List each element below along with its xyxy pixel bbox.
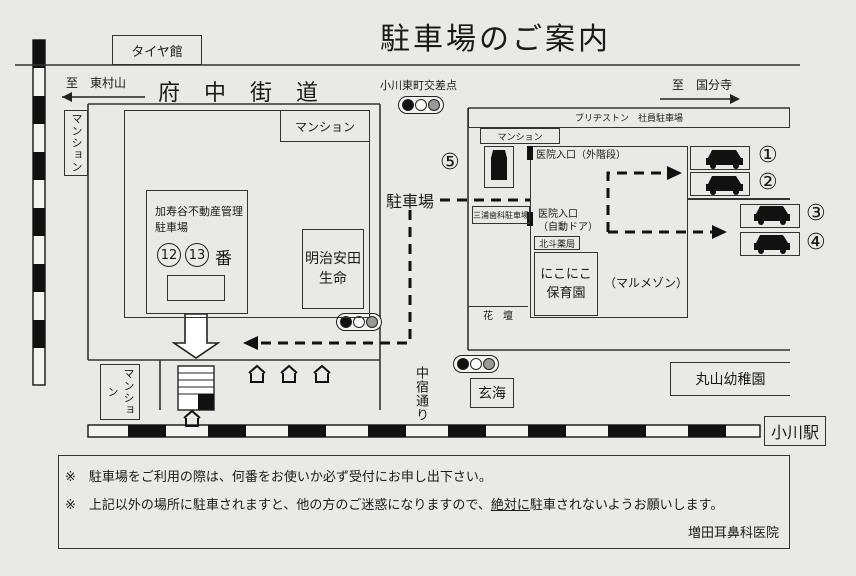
entrance-outside-stairs: 医院入口（外階段） [536, 150, 626, 161]
spot-1: ① [758, 143, 778, 168]
entrance-marker-1 [527, 146, 533, 160]
intersection-label: 小川東町交差点 [380, 79, 457, 92]
building-mansion-right: マンション [480, 128, 560, 144]
ban-label: 番 [215, 249, 232, 269]
station-ogawa: 小川駅 [764, 416, 826, 446]
mansion-right-label: マンション [497, 132, 543, 143]
spot-4: ④ [806, 230, 826, 255]
entrance-auto-door: 医院入口 （自動ドア） [538, 209, 598, 233]
mansion-bottom-label: マンション [106, 368, 135, 416]
house-icons [183, 364, 331, 427]
genkai-label: 玄海 [478, 386, 506, 402]
road-fuchu-kaido: 府中街道 [158, 81, 343, 106]
traffic-light-bottom [453, 355, 499, 373]
miura-label: 三浦歯科駐車場 [473, 210, 529, 220]
clinic-building [530, 146, 688, 318]
parking-number-13: 13 [185, 243, 209, 267]
note-2-pre: ※ 上記以外の場所に駐車されますと、他の方のご迷惑になりますので、 [65, 498, 491, 513]
kitato-label: 北斗薬局 [538, 239, 575, 250]
mansion-top-label: マンション [294, 119, 355, 134]
flower-bed-label: 花 壇 [483, 311, 513, 322]
parking-number-12: 12 [157, 243, 181, 267]
route-arrowhead-3 [712, 225, 727, 239]
note-2: ※ 上記以外の場所に駐車されますと、他の方のご迷惑になりますので、絶対に駐車され… [65, 494, 723, 513]
notes-box: ※ 駐車場をご利用の際は、何番をお使いか必ず受付にお申し出下さい。 ※ 上記以外… [58, 455, 790, 549]
parking-spot-3 [740, 204, 800, 228]
page-title: 駐車場のご案内 [380, 22, 611, 57]
building-meiji-yasuda: 明治安田 生命 [302, 229, 364, 309]
building-miura-lot: 三浦歯科駐車場 [472, 206, 530, 224]
building-maruyama: 丸山幼稚園 [670, 362, 790, 396]
building-genkai: 玄海 [470, 378, 514, 408]
building-bridgestone-lot: ブリヂストン 社員駐車場 [468, 108, 790, 128]
route-arrowhead-left [243, 336, 258, 350]
parking-spot-5 [484, 146, 514, 188]
road-right-line [688, 198, 790, 200]
railway-left [32, 39, 46, 386]
maru-maison-label: （マルメゾン） [604, 276, 689, 290]
bridgestone-label: ブリヂストン 社員駐車場 [574, 114, 683, 124]
nakajuku-street: 中宿通り [413, 366, 428, 422]
station-label: 小川駅 [770, 423, 819, 442]
arrow-to-kokubunji [660, 94, 740, 104]
stairs [177, 365, 215, 411]
building-mansion-bottom: マンション [100, 364, 140, 420]
block-center-left [124, 110, 370, 318]
note-2-emphasis: 絶対に [490, 498, 530, 513]
direction-kokubunji: 至 国分寺 [672, 78, 733, 92]
mansion-left-label: マンション [70, 113, 83, 173]
road-lines [15, 64, 800, 410]
railway-bottom [87, 424, 761, 438]
flower-bed: 花 壇 [468, 306, 528, 322]
building-tire-shop: タイヤ館 [112, 35, 202, 65]
building-mansion-top: マンション [280, 110, 370, 142]
maruyama-label: 丸山幼稚園 [695, 372, 766, 388]
route-arrowhead-1 [667, 166, 682, 180]
num-13-label: 13 [188, 247, 206, 263]
num-12-label: 12 [160, 247, 178, 263]
building-nikoniko: にこにこ 保育園 [534, 252, 598, 316]
parking-label: 駐車場 [386, 192, 435, 211]
kasuya-line2: 駐車場 [155, 221, 188, 234]
parking-spot-2 [690, 172, 750, 196]
parking-spot-4 [740, 232, 800, 256]
traffic-light-top [398, 96, 444, 114]
dashed-route [258, 171, 712, 345]
building-kitato: 北斗薬局 [534, 236, 580, 250]
meiji-label: 明治安田 生命 [305, 251, 361, 287]
parking-kasuya: 加寿谷不動産管理 駐車場 12 13 番 [146, 190, 248, 314]
nikoniko-label: にこにこ 保育園 [540, 267, 592, 301]
spot-3: ③ [806, 201, 826, 226]
spot-2: ② [758, 170, 778, 195]
down-arrow [171, 313, 221, 359]
kasuya-line1: 加寿谷不動産管理 [155, 205, 243, 218]
tire-shop-label: タイヤ館 [131, 44, 183, 60]
note-1: ※ 駐車場をご利用の際は、何番をお使いか必ず受付にお申し出下さい。 [65, 470, 492, 485]
clinic-name: 増田耳鼻科医院 [687, 526, 779, 541]
building-mansion-left: マンション [64, 110, 88, 176]
arrow-to-higashimurayama [62, 92, 145, 102]
spot-5: ⑤ [440, 150, 460, 175]
note-2-post: 駐車されないようお願いします。 [529, 498, 724, 513]
kasuya-car-slot [167, 275, 225, 301]
parking-spot-1 [690, 146, 750, 170]
direction-higashimurayama: 至 東村山 [66, 76, 127, 90]
entrance-marker-2 [527, 212, 533, 226]
